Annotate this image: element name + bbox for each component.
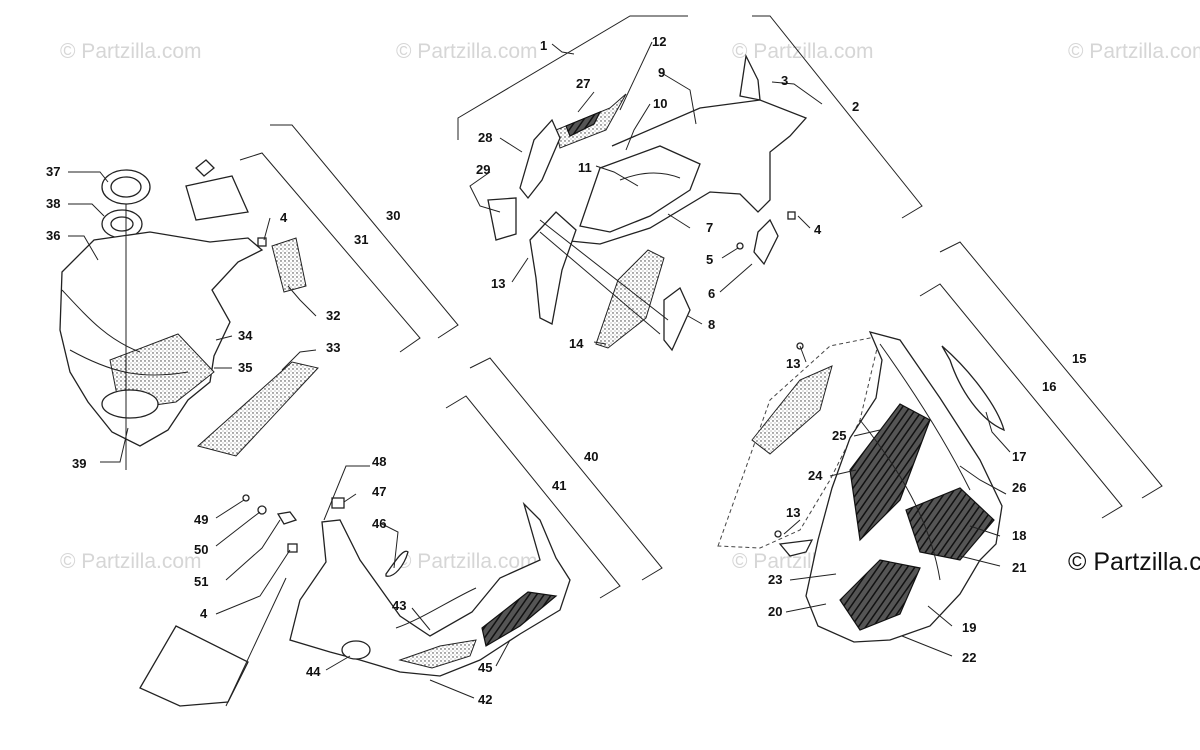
- callout-16: 16: [1042, 379, 1056, 394]
- watermark: © Partzilla.com: [732, 40, 874, 63]
- bottom-pan-assembly: [139, 357, 663, 707]
- callout-13: 13: [786, 505, 800, 520]
- callout-4: 4: [280, 210, 288, 225]
- callout-4: 4: [814, 222, 822, 237]
- callout-21: 21: [1012, 560, 1026, 575]
- callout-45: 45: [478, 660, 492, 675]
- callout-24: 24: [808, 468, 823, 483]
- callout-22: 22: [962, 650, 976, 665]
- callout-32: 32: [326, 308, 340, 323]
- left-side-panel-assembly: [59, 124, 459, 470]
- callout-38: 38: [46, 196, 60, 211]
- front-nose-assembly: [717, 241, 1163, 657]
- callout-2: 2: [852, 99, 859, 114]
- callout-47: 47: [372, 484, 386, 499]
- callout-46: 46: [372, 516, 386, 531]
- side-panel: [59, 231, 264, 447]
- callout-13: 13: [491, 276, 505, 291]
- callout-8: 8: [708, 317, 715, 332]
- side-decal: [196, 361, 319, 457]
- callout-6: 6: [708, 286, 715, 301]
- callout-15: 15: [1072, 351, 1086, 366]
- windshield: [941, 345, 1005, 432]
- watermark: © Partzilla.com: [60, 550, 202, 573]
- callout-51: 51: [194, 574, 208, 589]
- callout-12: 12: [652, 34, 666, 49]
- callout-33: 33: [326, 340, 340, 355]
- callout-36: 36: [46, 228, 60, 243]
- callout-26: 26: [1012, 480, 1026, 495]
- watermark-dark: © Partzilla.c: [1068, 548, 1200, 576]
- callout-25: 25: [832, 428, 846, 443]
- callout-49: 49: [194, 512, 208, 527]
- callout-37: 37: [46, 164, 60, 179]
- callout-40: 40: [584, 449, 598, 464]
- callout-3: 3: [781, 73, 788, 88]
- callout-labels: 1 2 3 4 4 4 5 6 7 8 9 10 11 12 13 13 13 …: [46, 34, 1086, 707]
- callout-19: 19: [962, 620, 976, 635]
- watermark: © Partzilla.com: [396, 40, 538, 63]
- callout-11: 11: [578, 160, 592, 175]
- watermark: © Partzilla.com: [60, 40, 202, 63]
- mesh-screen: [751, 365, 833, 455]
- callout-48: 48: [372, 454, 386, 469]
- callout-27: 27: [576, 76, 590, 91]
- callout-13: 13: [786, 356, 800, 371]
- callout-43: 43: [392, 598, 406, 613]
- callout-1: 1: [540, 38, 547, 53]
- callout-50: 50: [194, 542, 208, 557]
- callout-23: 23: [768, 572, 782, 587]
- callout-35: 35: [238, 360, 252, 375]
- upper-hood-assembly: [457, 15, 923, 352]
- callout-18: 18: [1012, 528, 1026, 543]
- callout-39: 39: [72, 456, 86, 471]
- callout-14: 14: [569, 336, 584, 351]
- vent-panel: [271, 237, 307, 293]
- callout-17: 17: [1012, 449, 1026, 464]
- callout-10: 10: [653, 96, 667, 111]
- callout-31: 31: [354, 232, 368, 247]
- watermark: © Partzilla.com: [396, 550, 538, 573]
- callout-7: 7: [706, 220, 713, 235]
- light-lens: [753, 218, 779, 266]
- callout-29: 29: [476, 162, 490, 177]
- callout-5: 5: [706, 252, 713, 267]
- callout-41: 41: [552, 478, 566, 493]
- grille: [595, 249, 665, 349]
- callout-42: 42: [478, 692, 492, 707]
- callout-34: 34: [238, 328, 253, 343]
- callout-4: 4: [200, 606, 208, 621]
- callout-20: 20: [768, 604, 782, 619]
- callout-28: 28: [478, 130, 492, 145]
- callout-9: 9: [658, 65, 665, 80]
- windshield-tab: [739, 53, 761, 101]
- callout-30: 30: [386, 208, 400, 223]
- callout-44: 44: [306, 664, 321, 679]
- watermark: © Partzilla.com: [1068, 40, 1200, 63]
